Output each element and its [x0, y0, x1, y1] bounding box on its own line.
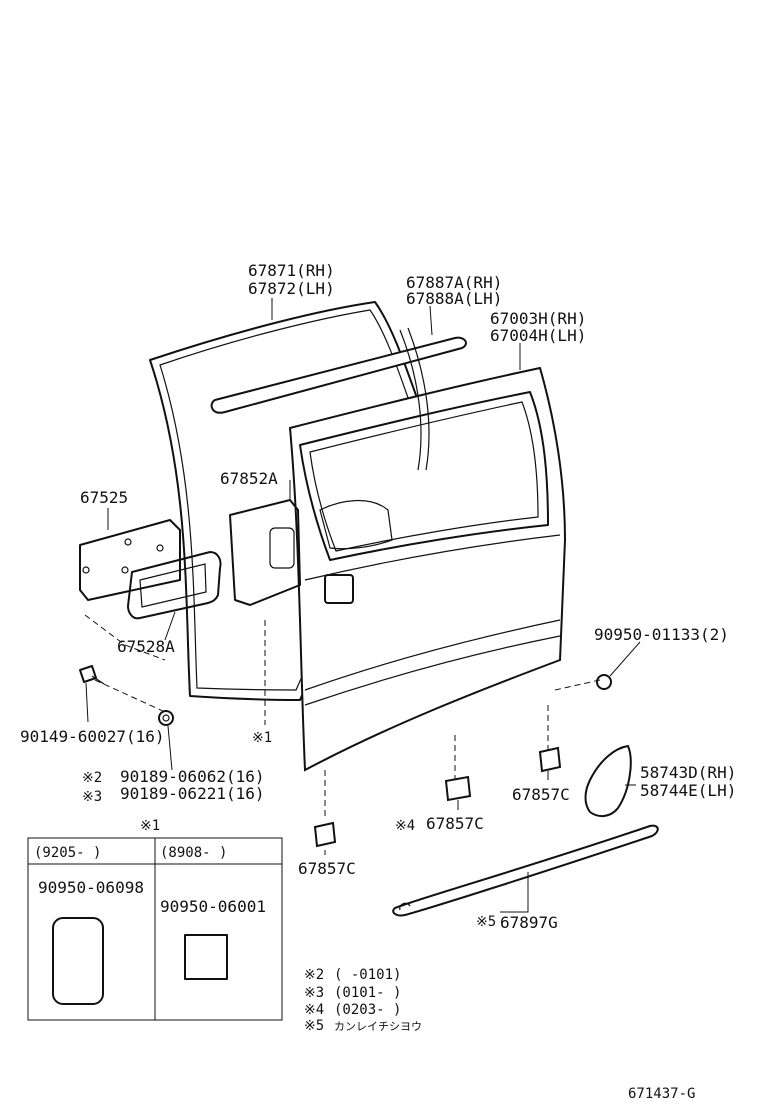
- rocker-moulding: [392, 824, 659, 917]
- bolt: [79, 665, 105, 685]
- label-67857c-a: 67857C: [298, 859, 356, 878]
- nut: [158, 710, 174, 726]
- label-67528a: 67528A: [117, 637, 175, 656]
- label-67887a: 67887A(RH): [406, 273, 502, 292]
- label-note5-mark: ※5: [476, 914, 496, 930]
- label-90950-01133: 90950-01133(2): [594, 625, 729, 644]
- interior-plate: [79, 519, 181, 601]
- inset-title-mark: ※1: [140, 818, 160, 834]
- inset-col2-header: (8908- ): [160, 845, 227, 861]
- plug: [596, 674, 612, 690]
- note2-text: ( -0101): [334, 967, 401, 983]
- label-90189-06062: 90189-06062(16): [120, 767, 265, 786]
- handle-bezel: [127, 551, 222, 620]
- inset-col2-part: 90950-06001: [160, 897, 266, 916]
- label-67888a: 67888A(LH): [406, 289, 502, 308]
- leader-dash-4: [554, 679, 601, 691]
- note4-mark: ※4: [304, 1002, 324, 1018]
- clip-a: [313, 821, 337, 848]
- label-67525: 67525: [80, 488, 128, 507]
- label-67852a: 67852A: [220, 469, 278, 488]
- inset-seal-large: [52, 917, 104, 1005]
- label-90189-06221: 90189-06221(16): [120, 784, 265, 803]
- label-90149: 90149-60027(16): [20, 727, 165, 746]
- label-67003h: 67003H(RH): [490, 309, 586, 328]
- label-67857c-b: 67857C: [426, 814, 484, 833]
- part-labels: 67871(RH) 67872(LH) 67887A(RH) 67888A(LH…: [20, 261, 736, 1102]
- label-67897g: 67897G: [500, 913, 558, 932]
- label-67857c-c: 67857C: [512, 785, 570, 804]
- note5-text: カンレイチシヨウ: [334, 1020, 422, 1033]
- label-67004h: 67004H(LH): [490, 326, 586, 345]
- note3-mark: ※3: [304, 985, 324, 1001]
- door-weatherstrip: [149, 301, 426, 701]
- note4-text: (0203- ): [334, 1002, 401, 1018]
- leader-lines: [85, 298, 641, 913]
- inset-seal-small: [184, 934, 228, 980]
- glass-run-strip: [210, 336, 467, 414]
- label-58744e: 58744E(LH): [640, 781, 736, 800]
- leader-dash-2: [94, 679, 166, 713]
- clip-b: [444, 775, 472, 802]
- inset-table: ※1 (9205- ) (8908- ) 90950-06098 90950-0…: [27, 818, 283, 1021]
- footnotes: ※2 ( -0101) ※3 (0101- ) ※4 (0203- ) ※5 カ…: [304, 967, 422, 1034]
- figure-id: 671437-G: [628, 1086, 695, 1102]
- label-note2-mark: ※2: [82, 770, 102, 786]
- inset-col1-part: 90950-06098: [38, 878, 144, 897]
- clip-c: [538, 746, 562, 773]
- label-note4-mark: ※4: [395, 818, 415, 834]
- note3-text: (0101- ): [334, 985, 401, 1001]
- label-note3-mark: ※3: [82, 789, 102, 805]
- note5-mark: ※5: [304, 1018, 324, 1034]
- inset-col1-header: (9205- ): [34, 845, 101, 861]
- label-67872: 67872(LH): [248, 279, 335, 298]
- label-58743d: 58743D(RH): [640, 763, 736, 782]
- label-67871: 67871(RH): [248, 261, 335, 280]
- sliding-door-panel: [288, 327, 567, 772]
- label-note1-mark: ※1: [252, 730, 272, 746]
- note2-mark: ※2: [304, 967, 324, 983]
- leader-dash-1: [84, 614, 166, 661]
- quarter-garnish: [584, 744, 632, 818]
